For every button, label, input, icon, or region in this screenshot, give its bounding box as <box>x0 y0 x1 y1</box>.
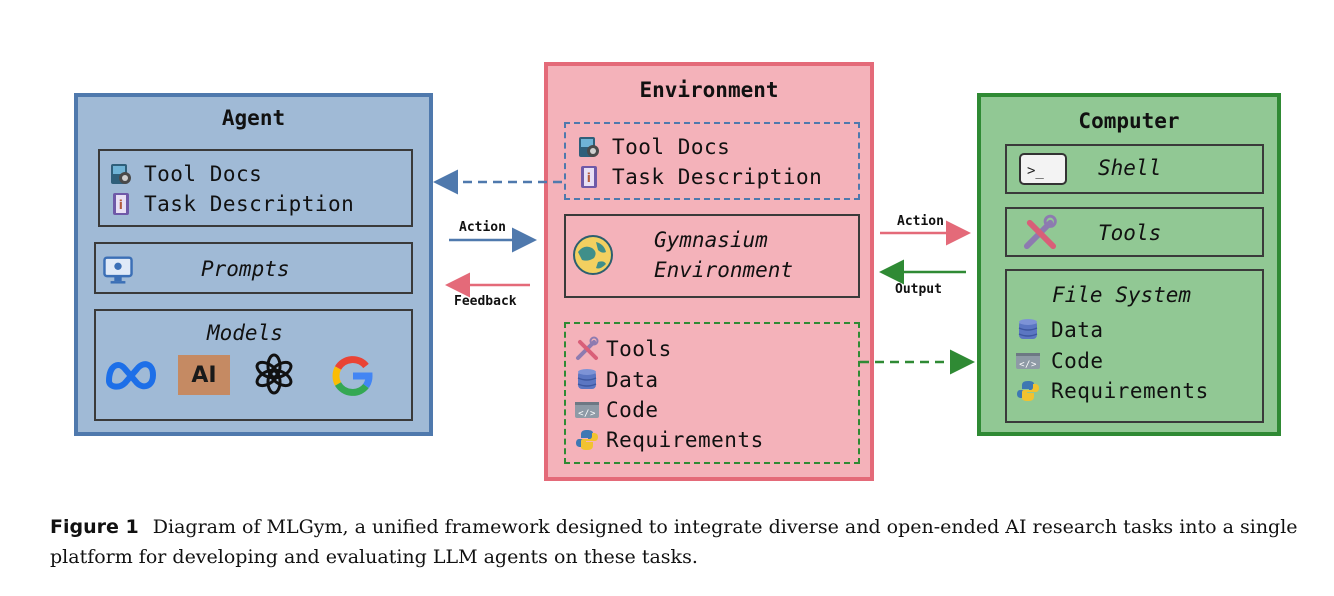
gymnasium-label-line1: Gymnasium <box>654 228 768 252</box>
env-docs-box: Tool Docs Task Description <box>564 122 860 200</box>
output-label: Output <box>895 282 942 297</box>
env-data: Data <box>574 367 659 393</box>
file-system-label: File System <box>1052 283 1192 307</box>
gymnasium-label-line2: Environment <box>654 258 794 282</box>
agent-docs-box: Tool Docs Task Description <box>98 149 413 227</box>
computer-panel: Computer >_ Shell Tools File System Data… <box>977 93 1281 436</box>
computer-tools-box: Tools <box>1005 207 1264 257</box>
tools-label: Tools <box>1098 221 1162 245</box>
fs-requirements: Requirements <box>1015 378 1209 404</box>
env-tools: Tools <box>574 336 672 362</box>
openai-logo-icon <box>252 352 296 400</box>
models-label: Models <box>207 321 283 345</box>
agent-models-box: Models AI <box>94 309 413 421</box>
figure-caption: Figure 1 Diagram of MLGym, a unified fra… <box>50 512 1310 572</box>
env-requirements: Requirements <box>574 427 764 453</box>
agent-prompts-box: Prompts <box>94 242 413 294</box>
google-logo-icon <box>330 354 374 402</box>
svg-text:>_: >_ <box>1027 163 1044 179</box>
agent-tool-docs: Tool Docs <box>108 161 262 187</box>
globe-icon <box>572 234 614 280</box>
feedback-label: Feedback <box>454 294 517 309</box>
environment-title: Environment <box>639 78 779 102</box>
agent-title: Agent <box>221 106 286 130</box>
gymnasium-box: Gymnasium Environment <box>564 214 860 298</box>
computer-title: Computer <box>1078 109 1180 133</box>
figure-label: Figure 1 <box>50 516 139 538</box>
fs-code: Code <box>1015 348 1104 374</box>
shell-label: Shell <box>1098 156 1162 180</box>
env-resources-box: Tools Data Code Requirements <box>564 322 860 464</box>
agent-panel: Agent Tool Docs Task Description Prompts… <box>74 93 433 436</box>
terminal-icon: >_ <box>1019 153 1067 189</box>
meta-logo-icon <box>103 355 159 395</box>
env-tool-docs: Tool Docs <box>576 134 730 160</box>
agent-action-label: Action <box>459 220 506 235</box>
fs-data: Data <box>1015 317 1104 343</box>
shell-box: >_ Shell <box>1005 144 1264 194</box>
caption-text: Diagram of MLGym, a unified framework de… <box>50 516 1298 568</box>
env-task-description: Task Description <box>576 164 822 190</box>
anthropic-logo-icon: AI <box>178 355 230 395</box>
agent-task-description: Task Description <box>108 191 354 217</box>
environment-panel: Environment Tool Docs Task Description G… <box>544 62 874 481</box>
env-code: Code <box>574 397 659 423</box>
prompts-label: Prompts <box>201 257 290 281</box>
env-action-label: Action <box>897 214 944 229</box>
file-system-box: File System Data Code Requirements <box>1005 269 1264 423</box>
